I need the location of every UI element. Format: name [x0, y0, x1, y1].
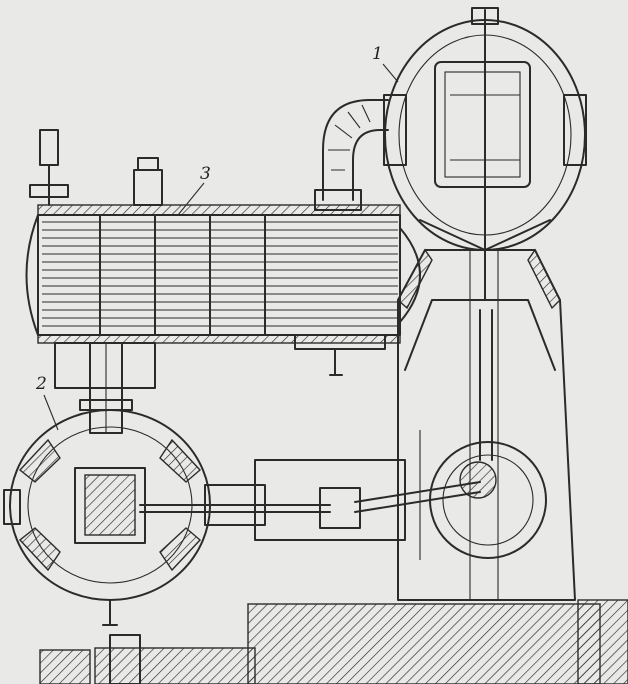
- upper-cylinder: [383, 7, 587, 301]
- part-label-2: 2: [36, 374, 47, 394]
- drive-mechanism: [139, 309, 547, 560]
- condenser-tubes: [42, 221, 398, 327]
- tube-condenser: [25, 129, 421, 376]
- drop-pipe: [54, 342, 156, 434]
- lower-cylinder: [3, 409, 211, 626]
- connecting-pipe: [314, 99, 389, 211]
- part-label-1: 1: [372, 44, 383, 64]
- machine-frame: [397, 248, 576, 601]
- part-label-3: 3: [200, 164, 211, 184]
- leader-lines: [43, 63, 399, 431]
- foundation: [39, 599, 628, 684]
